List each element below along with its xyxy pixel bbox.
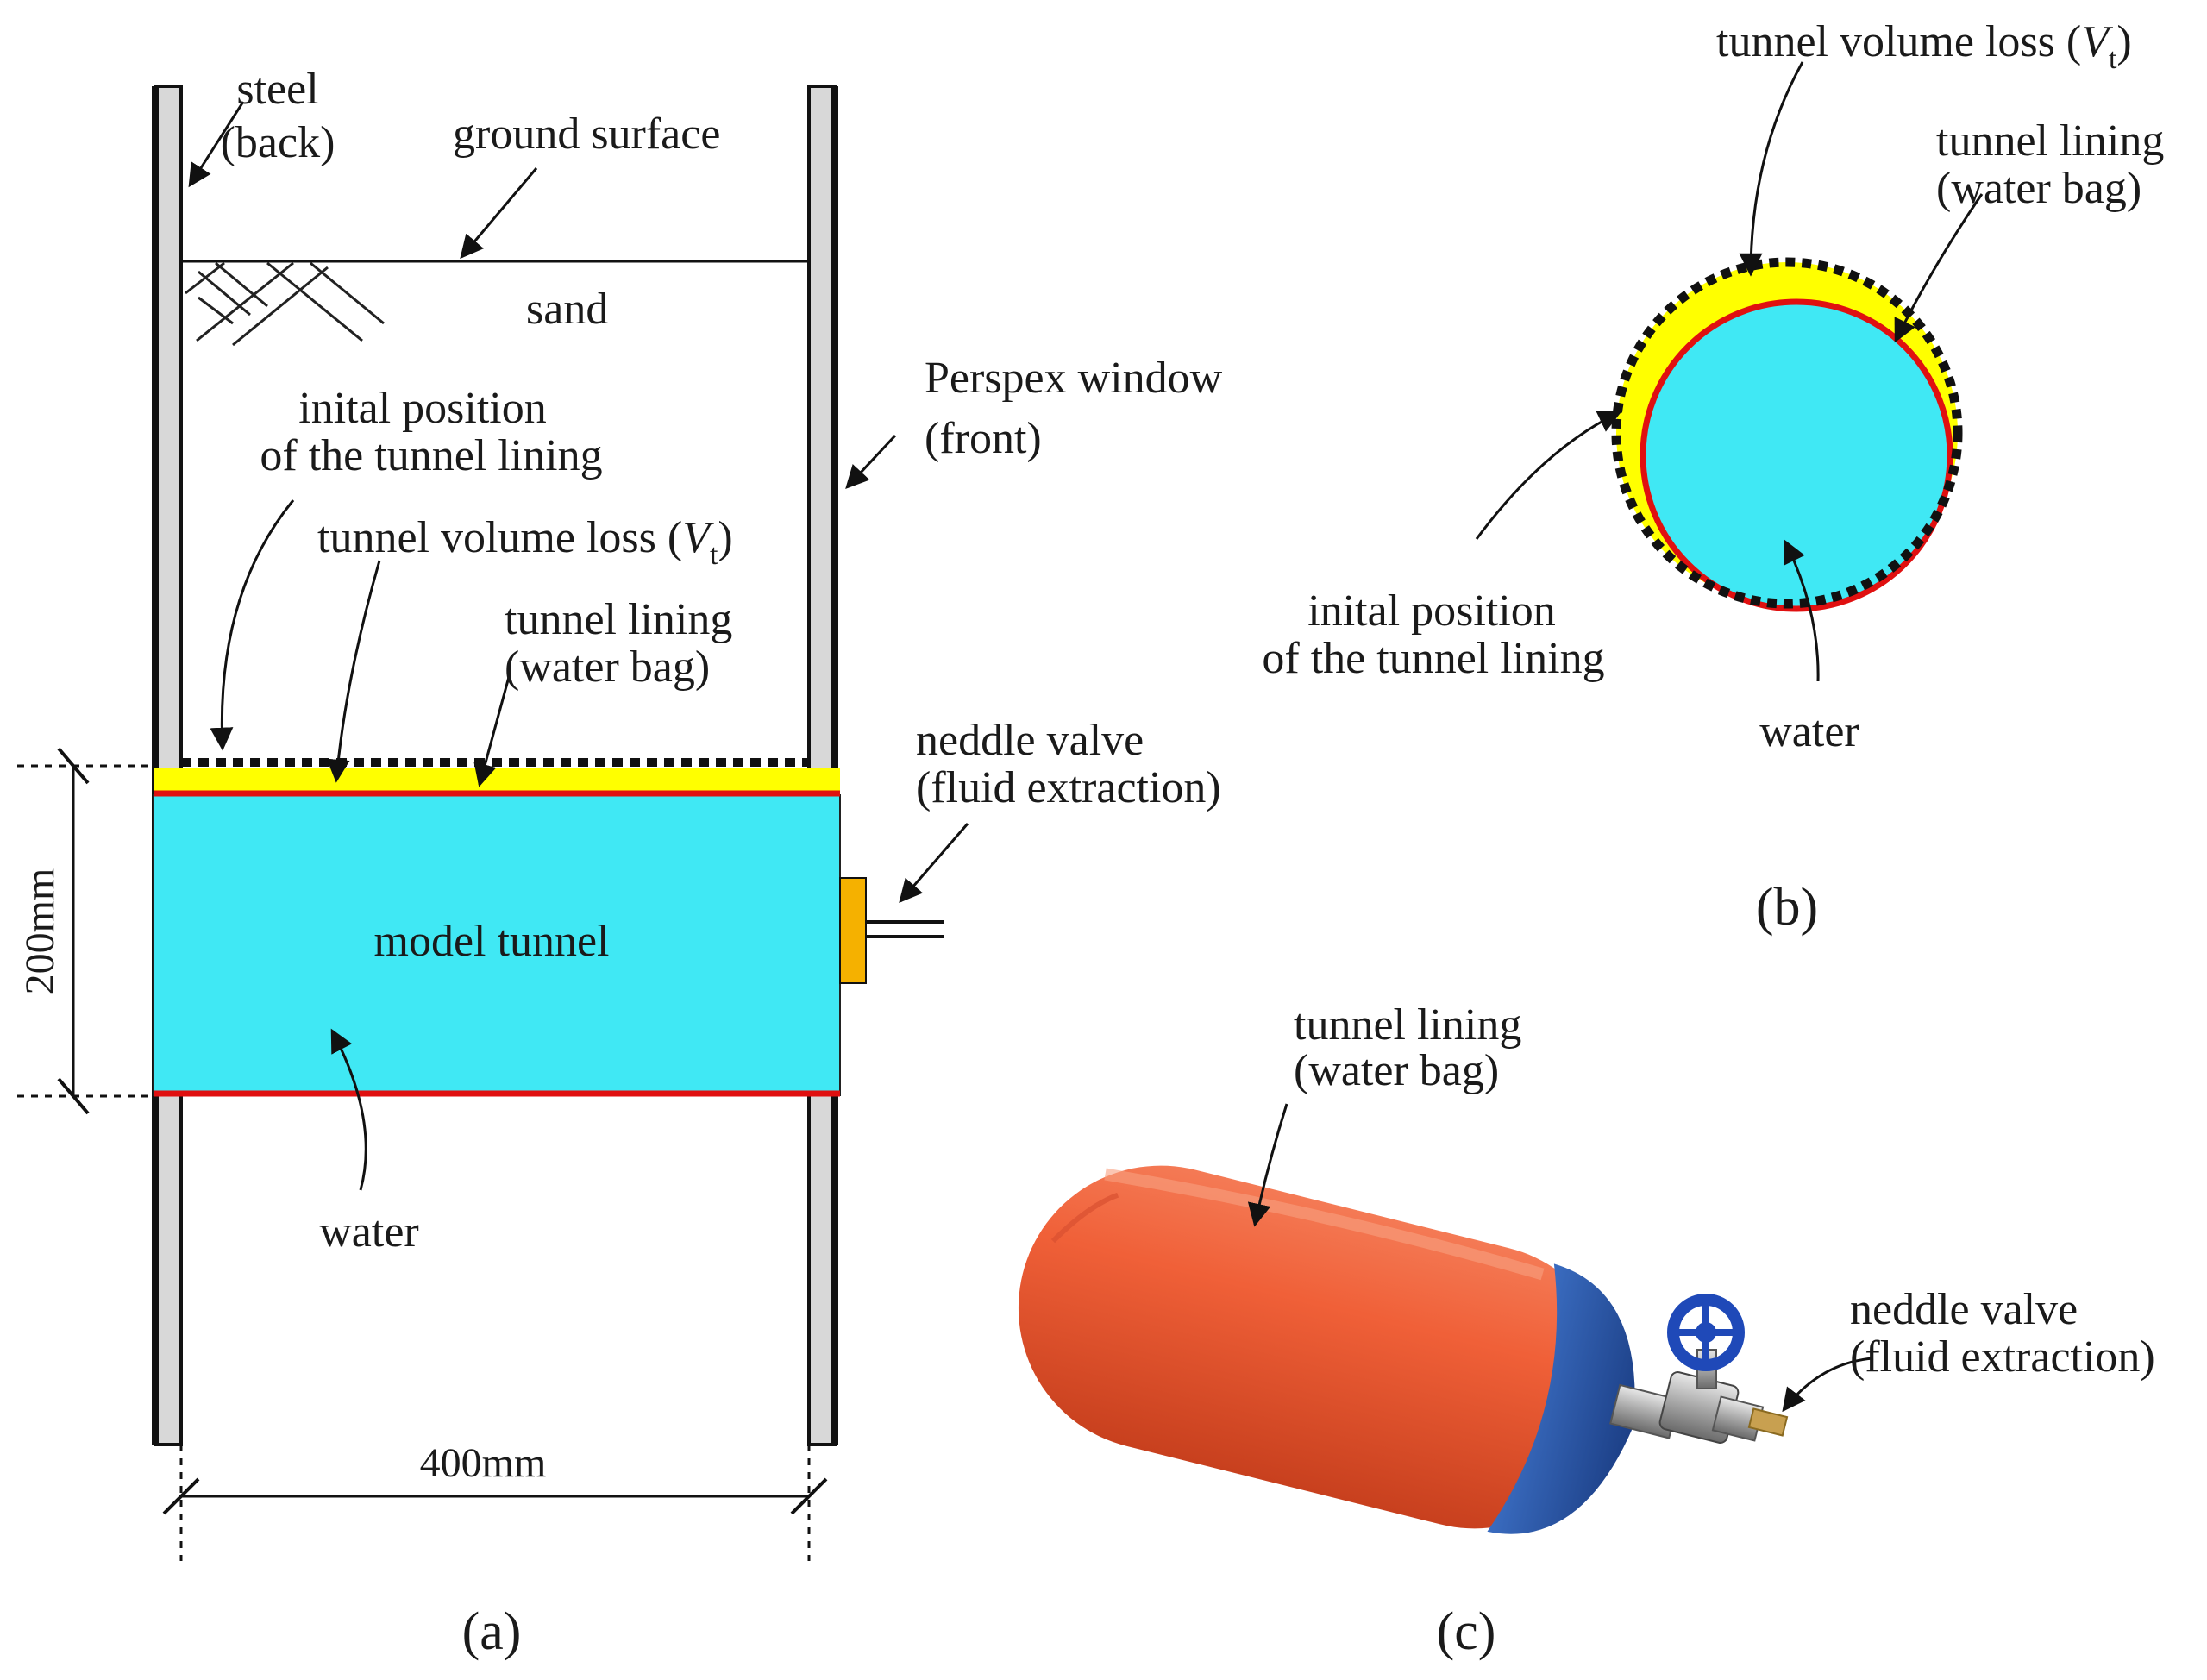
label-water-b: water bbox=[1759, 707, 1859, 756]
label-lining-b-1: tunnel lining bbox=[1936, 116, 2164, 166]
water-bag-end-cap bbox=[1487, 1263, 1635, 1534]
caption-a: (a) bbox=[462, 1602, 522, 1661]
label-valve-2: (fluid extraction) bbox=[916, 763, 1221, 812]
label-initial-2: of the tunnel lining bbox=[260, 431, 602, 480]
label-perspex-1: Perspex window bbox=[925, 354, 1223, 403]
sand-hatch bbox=[185, 261, 385, 347]
label-perspex-2: (front) bbox=[925, 414, 1042, 463]
label-volume-loss-b: tunnel volume loss (Vt) bbox=[1716, 17, 2132, 75]
caption-b: (b) bbox=[1756, 878, 1818, 937]
caption-c: (c) bbox=[1437, 1602, 1496, 1661]
label-model-tunnel: model tunnel bbox=[374, 917, 610, 966]
water-circle bbox=[1640, 298, 1953, 612]
label-initial-1: inital position bbox=[298, 384, 546, 433]
water-bag-photo bbox=[1018, 1165, 1635, 1534]
label-steel-2: (back) bbox=[221, 118, 335, 167]
panel-c: tunnel lining (water bag) neddle valve (… bbox=[1018, 1000, 2155, 1661]
label-lining-1: tunnel lining bbox=[505, 595, 732, 644]
panel-b-leaders bbox=[1475, 61, 1984, 682]
label-dim-height: 200mm bbox=[17, 868, 63, 995]
steel-wall-back bbox=[154, 85, 183, 1446]
panel-b: tunnel volume loss (Vt) tunnel lining (w… bbox=[1262, 17, 2164, 937]
dimension-height bbox=[17, 747, 154, 1115]
valve-block bbox=[839, 877, 867, 984]
label-lining-c-2: (water bag) bbox=[1294, 1046, 1499, 1095]
label-ground-surface: ground surface bbox=[453, 110, 720, 159]
initial-position-circle bbox=[1611, 257, 1963, 609]
panel-c-leaders bbox=[1247, 1103, 1874, 1413]
needle-valve-photo bbox=[1609, 1294, 1789, 1444]
label-dim-width: 400mm bbox=[420, 1440, 547, 1486]
dimension-width bbox=[162, 1445, 828, 1561]
label-valve-c-1: neddle valve bbox=[1850, 1285, 2078, 1334]
panel-a: steel (back) ground surface sand Perspex… bbox=[17, 65, 1223, 1661]
label-water-a: water bbox=[319, 1207, 418, 1257]
label-sand: sand bbox=[526, 285, 608, 334]
perspex-window bbox=[807, 85, 837, 1446]
label-steel-1: steel bbox=[236, 65, 318, 114]
label-valve-1: neddle valve bbox=[916, 716, 1144, 765]
label-volume-loss: tunnel volume loss (Vt) bbox=[317, 513, 733, 571]
label-lining-2: (water bag) bbox=[505, 643, 710, 692]
valve-handwheel bbox=[1667, 1294, 1745, 1371]
label-valve-c-2: (fluid extraction) bbox=[1850, 1332, 2155, 1382]
model-tunnel bbox=[153, 794, 841, 1096]
label-initial-b-1: inital position bbox=[1307, 586, 1555, 636]
label-initial-b-2: of the tunnel lining bbox=[1262, 634, 1604, 683]
label-lining-b-2: (water bag) bbox=[1936, 164, 2141, 213]
panel-a-leaders bbox=[188, 101, 969, 1191]
label-lining-c-1: tunnel lining bbox=[1294, 1000, 1521, 1050]
